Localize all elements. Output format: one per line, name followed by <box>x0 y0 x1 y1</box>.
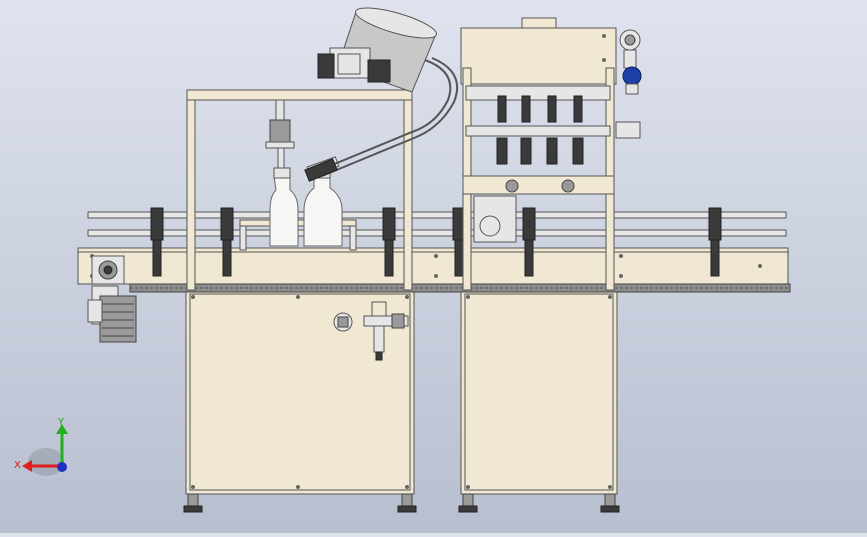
axis-y-label: Y <box>57 417 65 428</box>
filter-regulator-icon <box>333 301 409 361</box>
filling-nozzles <box>496 95 584 165</box>
coordinate-triad: Y X <box>14 417 68 476</box>
cap-hopper <box>304 7 459 182</box>
axis-x-label: X <box>14 460 21 471</box>
right-cabinet <box>458 289 620 513</box>
motor-gearbox-icon <box>87 255 137 343</box>
conveyor <box>77 207 791 293</box>
filler-frame <box>460 17 617 291</box>
valve-icon <box>615 29 642 139</box>
